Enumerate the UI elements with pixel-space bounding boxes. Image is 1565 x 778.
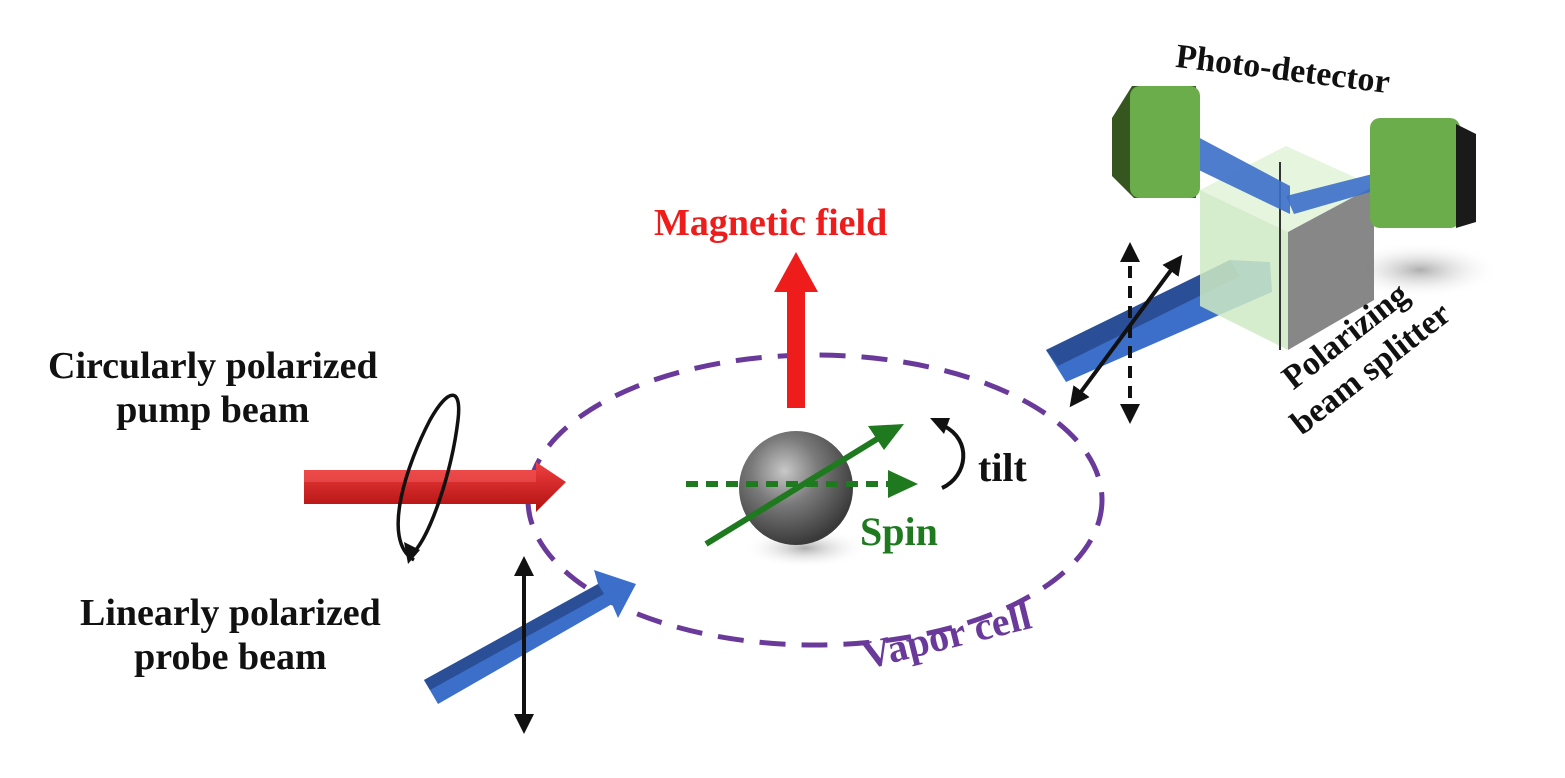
spin-initial-arrow (686, 470, 918, 498)
probe-beam-label: Linearly polarized probe beam (80, 592, 381, 679)
pump-beam (304, 462, 566, 512)
magnetic-field-label: Magnetic field (654, 202, 888, 244)
probe-beam (424, 570, 636, 704)
tilt-label: tilt (978, 445, 1027, 490)
spin-tilted-arrow (704, 424, 904, 547)
magnetic-field-arrow (774, 252, 818, 408)
circular-polarization-icon (396, 393, 461, 564)
rotated-polarization-arrows (1069, 242, 1183, 424)
photo-detector-right (1370, 118, 1476, 228)
tilt-curved-arrow (930, 418, 966, 490)
photo-detector-left (1112, 86, 1200, 198)
probe-label-line1: Linearly polarized (80, 592, 381, 634)
spin-label: Spin (860, 509, 938, 554)
pump-label-line2: pump beam (116, 388, 310, 431)
pump-beam-label: Circularly polarized pump beam (48, 345, 378, 432)
pump-label-line1: Circularly polarized (48, 345, 378, 387)
probe-label-line2: probe beam (134, 635, 327, 678)
